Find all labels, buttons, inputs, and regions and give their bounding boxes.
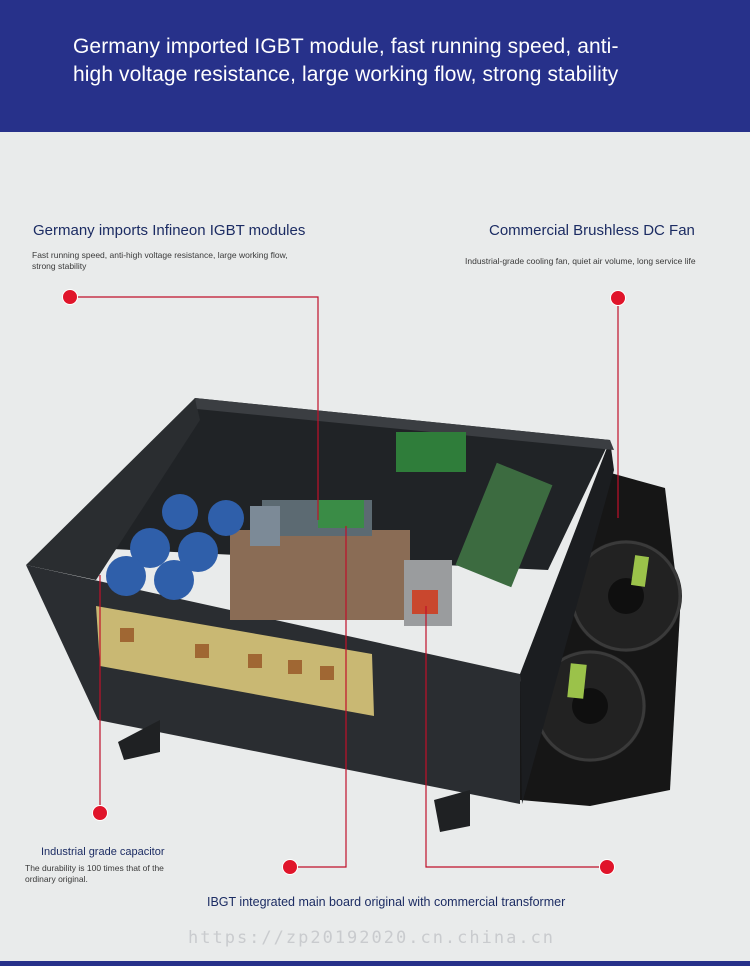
banner-title: Germany imported IGBT module, fast runni… [73, 33, 713, 89]
capacitor-feature-title: Industrial grade capacitor [41, 846, 165, 858]
board-feature-title: IBGT integrated main board original with… [207, 895, 566, 909]
leader-line-transformer [290, 526, 347, 868]
marker-dot-fan [610, 290, 626, 306]
marker-dot-igbt [62, 289, 78, 305]
marker-dot-capacitor [92, 805, 108, 821]
igbt-feature-desc: Fast running speed, anti-high voltage re… [32, 250, 288, 272]
capacitor-feature-desc-line-1: The durability is 100 times that of the [25, 863, 164, 873]
igbt-feature-title: Germany imports Infineon IGBT modules [33, 222, 306, 239]
marker-dot-transformer [282, 859, 298, 875]
fan-feature-desc: Industrial-grade cooling fan, quiet air … [465, 256, 696, 266]
capacitor-feature-desc: The durability is 100 times that of the … [25, 863, 164, 885]
igbt-feature-desc-line-1: Fast running speed, anti-high voltage re… [32, 250, 288, 260]
bottom-bar [0, 961, 750, 966]
fan-feature-title: Commercial Brushless DC Fan [489, 222, 695, 239]
banner-title-line-1: Germany imported IGBT module, fast runni… [73, 35, 619, 58]
banner-title-line-2: high voltage resistance, large working f… [73, 63, 619, 86]
header-banner: Germany imported IGBT module, fast runni… [0, 0, 750, 132]
igbt-feature-desc-line-2: strong stability [32, 261, 87, 271]
capacitor-feature-desc-line-2: ordinary original. [25, 874, 88, 884]
leader-line-board [425, 606, 606, 868]
marker-dot-board [599, 859, 615, 875]
leader-line-igbt [70, 296, 319, 520]
watermark-url: https://zp20192020.cn.china.cn [188, 928, 556, 948]
